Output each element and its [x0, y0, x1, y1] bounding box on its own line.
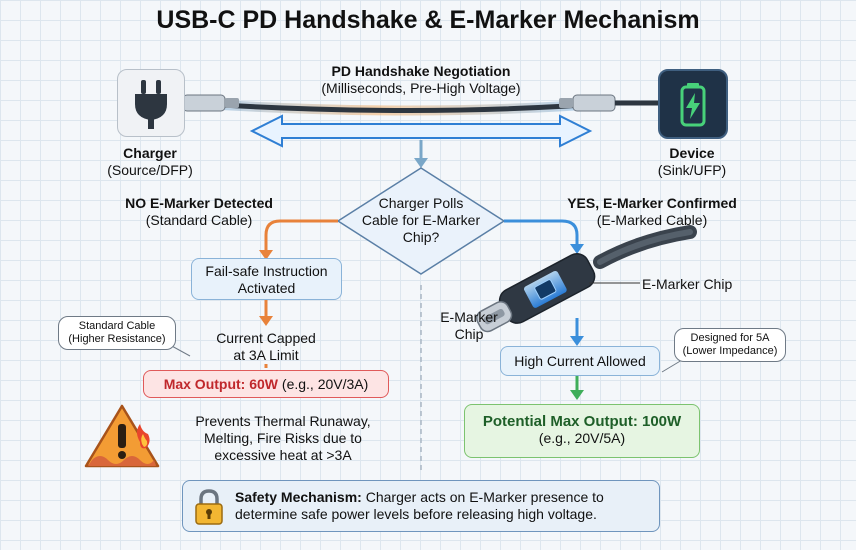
charger-role: (Source/DFP) — [107, 162, 193, 178]
max-output-100w-example: (e.g., 20V/5A) — [538, 430, 626, 446]
safety-mechanism-box: Safety Mechanism: Charger acts on E-Mark… — [182, 480, 660, 532]
device-tile — [658, 69, 728, 139]
device-role: (Sink/UFP) — [657, 162, 727, 178]
risk-line-1: Prevents Thermal Runaway, — [195, 413, 371, 429]
no-branch-subheading: (Standard Cable) — [145, 212, 253, 228]
designed-5a-line-1: Designed for 5A — [690, 332, 770, 344]
max-output-60w-example: (e.g., 20V/3A) — [281, 376, 369, 392]
page-title: USB-C PD Handshake & E-Marker Mechanism — [156, 6, 700, 34]
current-capped-line-1: Current Capped — [216, 330, 316, 346]
safety-text-1: Charger acts on E-Marker presence to — [365, 489, 604, 505]
safety-label: Safety Mechanism: — [235, 489, 362, 505]
designed-5a-callout: Designed for 5A (Lower Impedance) — [674, 328, 786, 362]
max-output-100w-label: Potential Max Output: 100W — [482, 413, 682, 430]
decision-line-1: Charger Polls — [378, 195, 464, 211]
decision-diamond — [336, 167, 506, 275]
standard-cable-callout: Standard Cable (Higher Resistance) — [58, 316, 176, 350]
cable-chip-label-line-2: Chip — [454, 326, 484, 342]
current-capped-line-2: at 3A Limit — [233, 347, 299, 363]
yes-path-arrows — [504, 219, 584, 400]
charger-tile — [117, 69, 185, 137]
handshake-cable — [140, 94, 660, 116]
high-current-label: High Current Allowed — [514, 353, 646, 369]
yes-branch-heading: YES, E-Marker Confirmed — [567, 195, 737, 211]
cable-chip-label-line-1: E-Marker — [440, 309, 498, 325]
failsafe-line-1: Fail-safe Instruction — [205, 263, 328, 279]
plug-icon — [135, 80, 167, 129]
decision-line-3: Chip? — [402, 229, 440, 245]
no-path-arrows — [259, 219, 338, 368]
down-arrow-to-decision — [414, 140, 428, 168]
device-label: Device — [669, 145, 715, 161]
padlock-icon — [195, 489, 223, 525]
emarker-cable-illustration — [476, 225, 697, 333]
failsafe-box: Fail-safe Instruction Activated — [191, 258, 342, 300]
emarker-chip-label: E-Marker Chip — [642, 276, 733, 292]
failsafe-line-2: Activated — [237, 280, 296, 296]
no-callout-pointer — [169, 344, 191, 357]
high-current-box: High Current Allowed — [500, 346, 660, 376]
decision-line-2: Cable for E-Marker — [361, 212, 481, 228]
handshake-title: PD Handshake Negotiation — [331, 63, 511, 79]
risk-line-2: Melting, Fire Risks due to — [204, 430, 362, 446]
battery-charging-icon — [680, 83, 706, 127]
bidirectional-arrow — [249, 114, 593, 148]
risk-line-3: excessive heat at >3A — [214, 447, 352, 463]
max-output-60w-box: Max Output: 60W (e.g., 20V/3A) — [143, 370, 389, 398]
warning-fire-icon — [84, 404, 160, 468]
standard-cable-callout-line-1: Standard Cable — [78, 320, 156, 332]
charger-label: Charger — [123, 145, 177, 161]
designed-5a-line-2: (Lower Impedance) — [682, 345, 778, 357]
standard-cable-callout-line-2: (Higher Resistance) — [68, 333, 166, 345]
max-output-100w-box: Potential Max Output: 100W (e.g., 20V/5A… — [464, 404, 700, 458]
safety-text-2: determine safe power levels before relea… — [235, 506, 597, 522]
handshake-subtitle: (Milliseconds, Pre-High Voltage) — [321, 80, 521, 96]
yes-branch-subheading: (E-Marked Cable) — [596, 212, 708, 228]
yes-callout-pointer — [661, 359, 683, 373]
no-branch-heading: NO E-Marker Detected — [125, 195, 273, 211]
max-output-60w-label: Max Output: 60W — [163, 376, 279, 392]
